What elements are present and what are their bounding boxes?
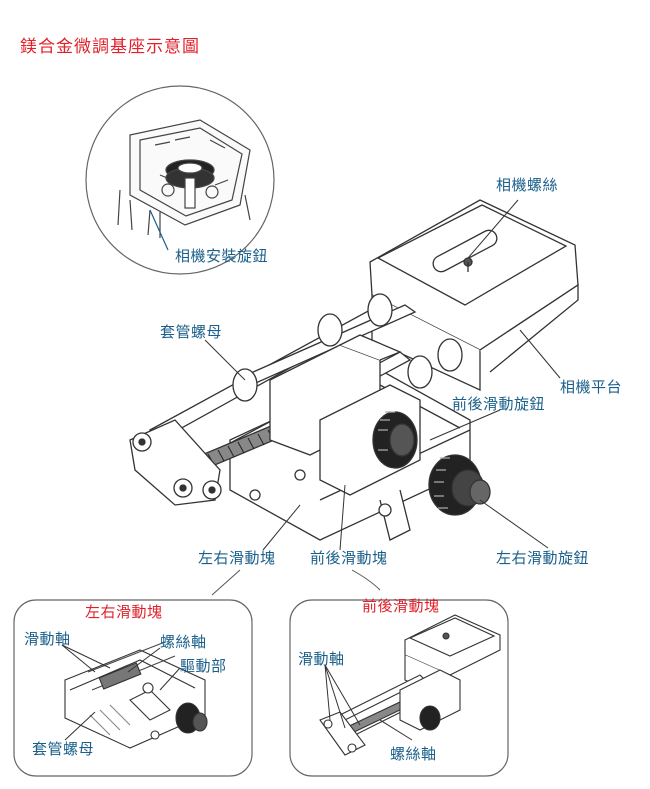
- label-lr-slide-block: 左右滑動塊: [198, 549, 276, 567]
- inset-right-screw-shaft: 螺絲軸: [390, 745, 437, 763]
- label-fb-slide-block: 前後滑動塊: [310, 549, 388, 567]
- label-camera-platform: 相機平台: [560, 378, 623, 396]
- label-sleeve-nut: 套管螺母: [160, 323, 223, 341]
- fb-knob-drawing: [372, 411, 418, 469]
- inset-left-box: [13, 599, 253, 777]
- inset-right-drawing: [319, 614, 501, 756]
- inset-right-leaders: [324, 664, 413, 741]
- lr-knob-drawing: [428, 454, 491, 516]
- inset-left-drawing: [64, 641, 208, 749]
- inset-left-title: 左右滑動塊: [85, 603, 163, 621]
- label-camera-mount-knob: 相機安裝旋鈕: [175, 247, 269, 265]
- inset-right-title: 前後滑動塊: [362, 597, 440, 615]
- inset-left-leaders: [61, 644, 181, 741]
- label-camera-screw: 相機螺絲: [496, 176, 559, 194]
- diagram-title: 鎂合金微調基座示意圖: [20, 37, 200, 57]
- inset-left-screw-shaft: 螺絲軸: [160, 633, 207, 651]
- inset-right-box: [289, 599, 509, 777]
- zoom-circle-inset: [85, 85, 275, 275]
- label-fb-slide-knob: 前後滑動旋鈕: [452, 395, 546, 413]
- inset-left-slide-shaft: 滑動軸: [24, 630, 71, 648]
- inset-left-sleeve-nut: 套管螺母: [32, 740, 95, 758]
- main-mechanism: [129, 199, 579, 541]
- leader-lines: [204, 199, 561, 596]
- label-lr-slide-knob: 左右滑動旋鈕: [496, 549, 590, 567]
- inset-right-slide-shaft: 滑動軸: [298, 650, 345, 668]
- inset-left-drive-part: 驅動部: [180, 657, 227, 675]
